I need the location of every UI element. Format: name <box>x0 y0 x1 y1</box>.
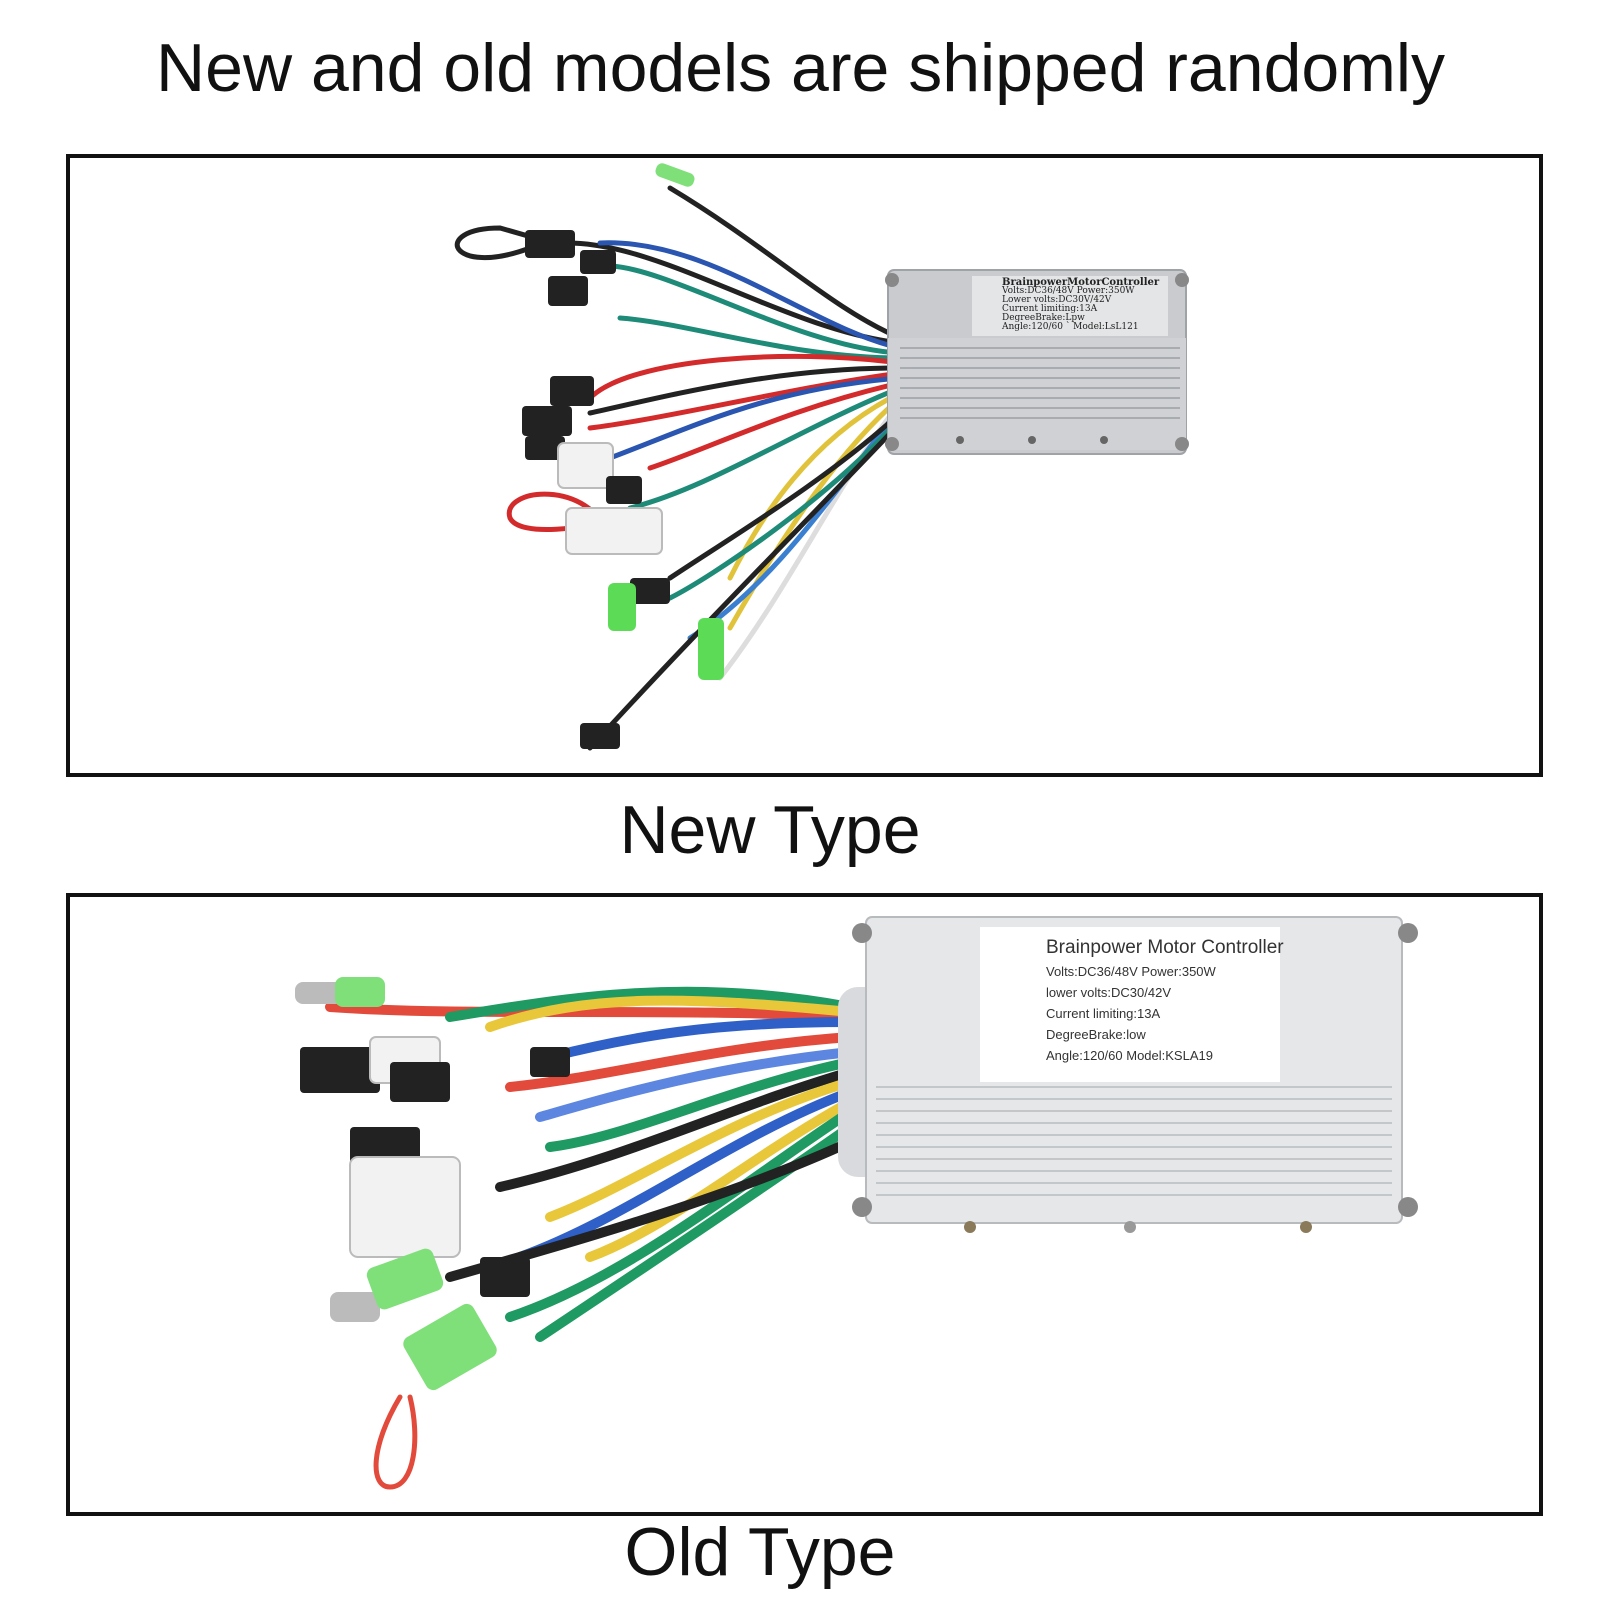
old-type-caption: Old Type <box>624 1514 896 1590</box>
old-type-controller-box <box>838 916 1418 1233</box>
old-type-label-line: Volts:DC36/48V Power:350W <box>1046 964 1216 979</box>
new-type-label-title: BrainpowerMotorController <box>1002 277 1160 288</box>
new-type-panel: BrainpowerMotorController Volts:DC36/48V… <box>66 154 1543 777</box>
old-type-label-line: DegreeBrake:low <box>1046 1027 1146 1042</box>
new-type-label-line: Lower volts:DC30V/42V <box>1002 295 1112 305</box>
new-type-controller-label: BrainpowerMotorController Volts:DC36/48V… <box>1002 278 1192 332</box>
old-type-panel: Brainpower Motor Controller Volts:DC36/4… <box>66 893 1543 1516</box>
new-type-controller-illustration <box>454 163 1189 751</box>
new-type-caption: New Type <box>619 792 921 868</box>
new-type-connectors <box>522 163 724 749</box>
new-type-label-line: Current limiting:13A <box>1002 304 1098 314</box>
old-type-controller-illustration <box>295 916 1418 1490</box>
new-type-label-line: Angle:120/60 ` Model:LsL121 <box>1002 322 1139 332</box>
old-type-label-line: Current limiting:13A <box>1046 1006 1161 1021</box>
old-type-label-line: Angle:120/60 Model:KSLA19 <box>1046 1048 1213 1063</box>
old-type-controller-label: Brainpower Motor Controller Volts:DC36/4… <box>1046 935 1296 1066</box>
new-type-controller-box <box>885 269 1189 455</box>
old-type-label-line: lower volts:DC30/42V <box>1046 985 1171 1000</box>
page-heading: New and old models are shipped randomly <box>156 30 1445 106</box>
old-type-connectors <box>295 977 570 1391</box>
old-type-label-title: Brainpower Motor Controller <box>1046 937 1284 958</box>
new-type-label-line: Volts:DC36/48V Power:350W <box>1002 286 1135 296</box>
new-type-label-line: DegreeBrake:Lpw <box>1002 313 1085 323</box>
